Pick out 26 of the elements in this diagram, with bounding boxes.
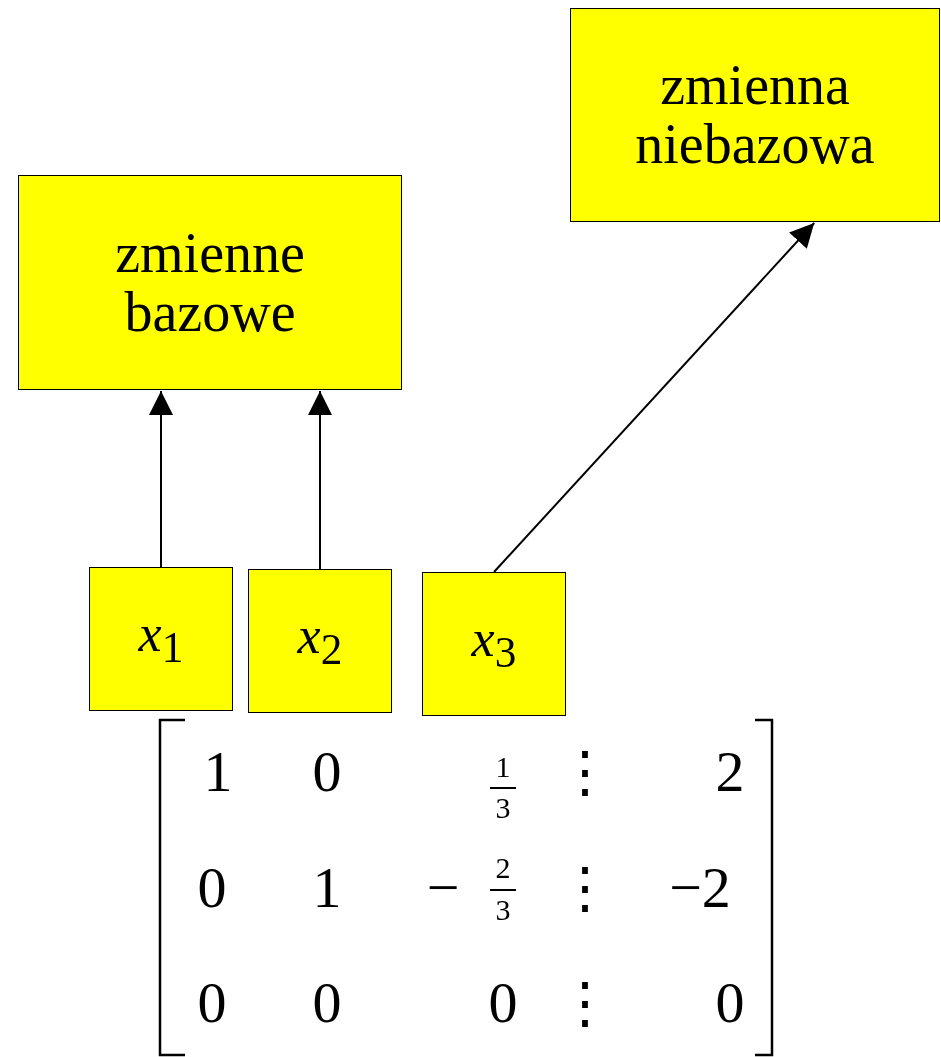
variable-box: x$_{1}$ [89, 567, 233, 711]
label-box: zmienna niebazowa [570, 8, 940, 222]
matrix-entry: 0 [488, 974, 518, 1032]
arrow [308, 390, 332, 570]
fraction-numerator: 2 [495, 853, 511, 883]
matrix-entry: 0 [197, 974, 227, 1032]
matrix-entry: 0 [312, 974, 342, 1032]
matrix-entry: 0 [715, 974, 745, 1032]
minus-sign: − [426, 859, 460, 917]
label-box: zmienne bazowe [18, 175, 402, 390]
matrix-entry: 1 [312, 859, 342, 917]
separator-dots: ⋮ [557, 744, 613, 800]
fraction-denominator: 3 [495, 895, 511, 925]
separator-dots: ⋮ [557, 975, 613, 1031]
matrix-entry: 0 [312, 743, 342, 801]
variable-box: x$_{3}$ [422, 572, 566, 716]
matrix-entry: −2 [669, 859, 731, 917]
variable-box: x$_{2}$ [248, 569, 392, 713]
matrix-entry: 1 [203, 743, 233, 801]
separator-dots: ⋮ [557, 860, 613, 916]
arrow [493, 222, 816, 573]
matrix-entry: 0 [197, 859, 227, 917]
arrow [149, 390, 173, 568]
fraction-denominator: 3 [495, 793, 511, 823]
fraction-numerator: 1 [495, 752, 511, 782]
matrix-entry: 2 [715, 743, 745, 801]
